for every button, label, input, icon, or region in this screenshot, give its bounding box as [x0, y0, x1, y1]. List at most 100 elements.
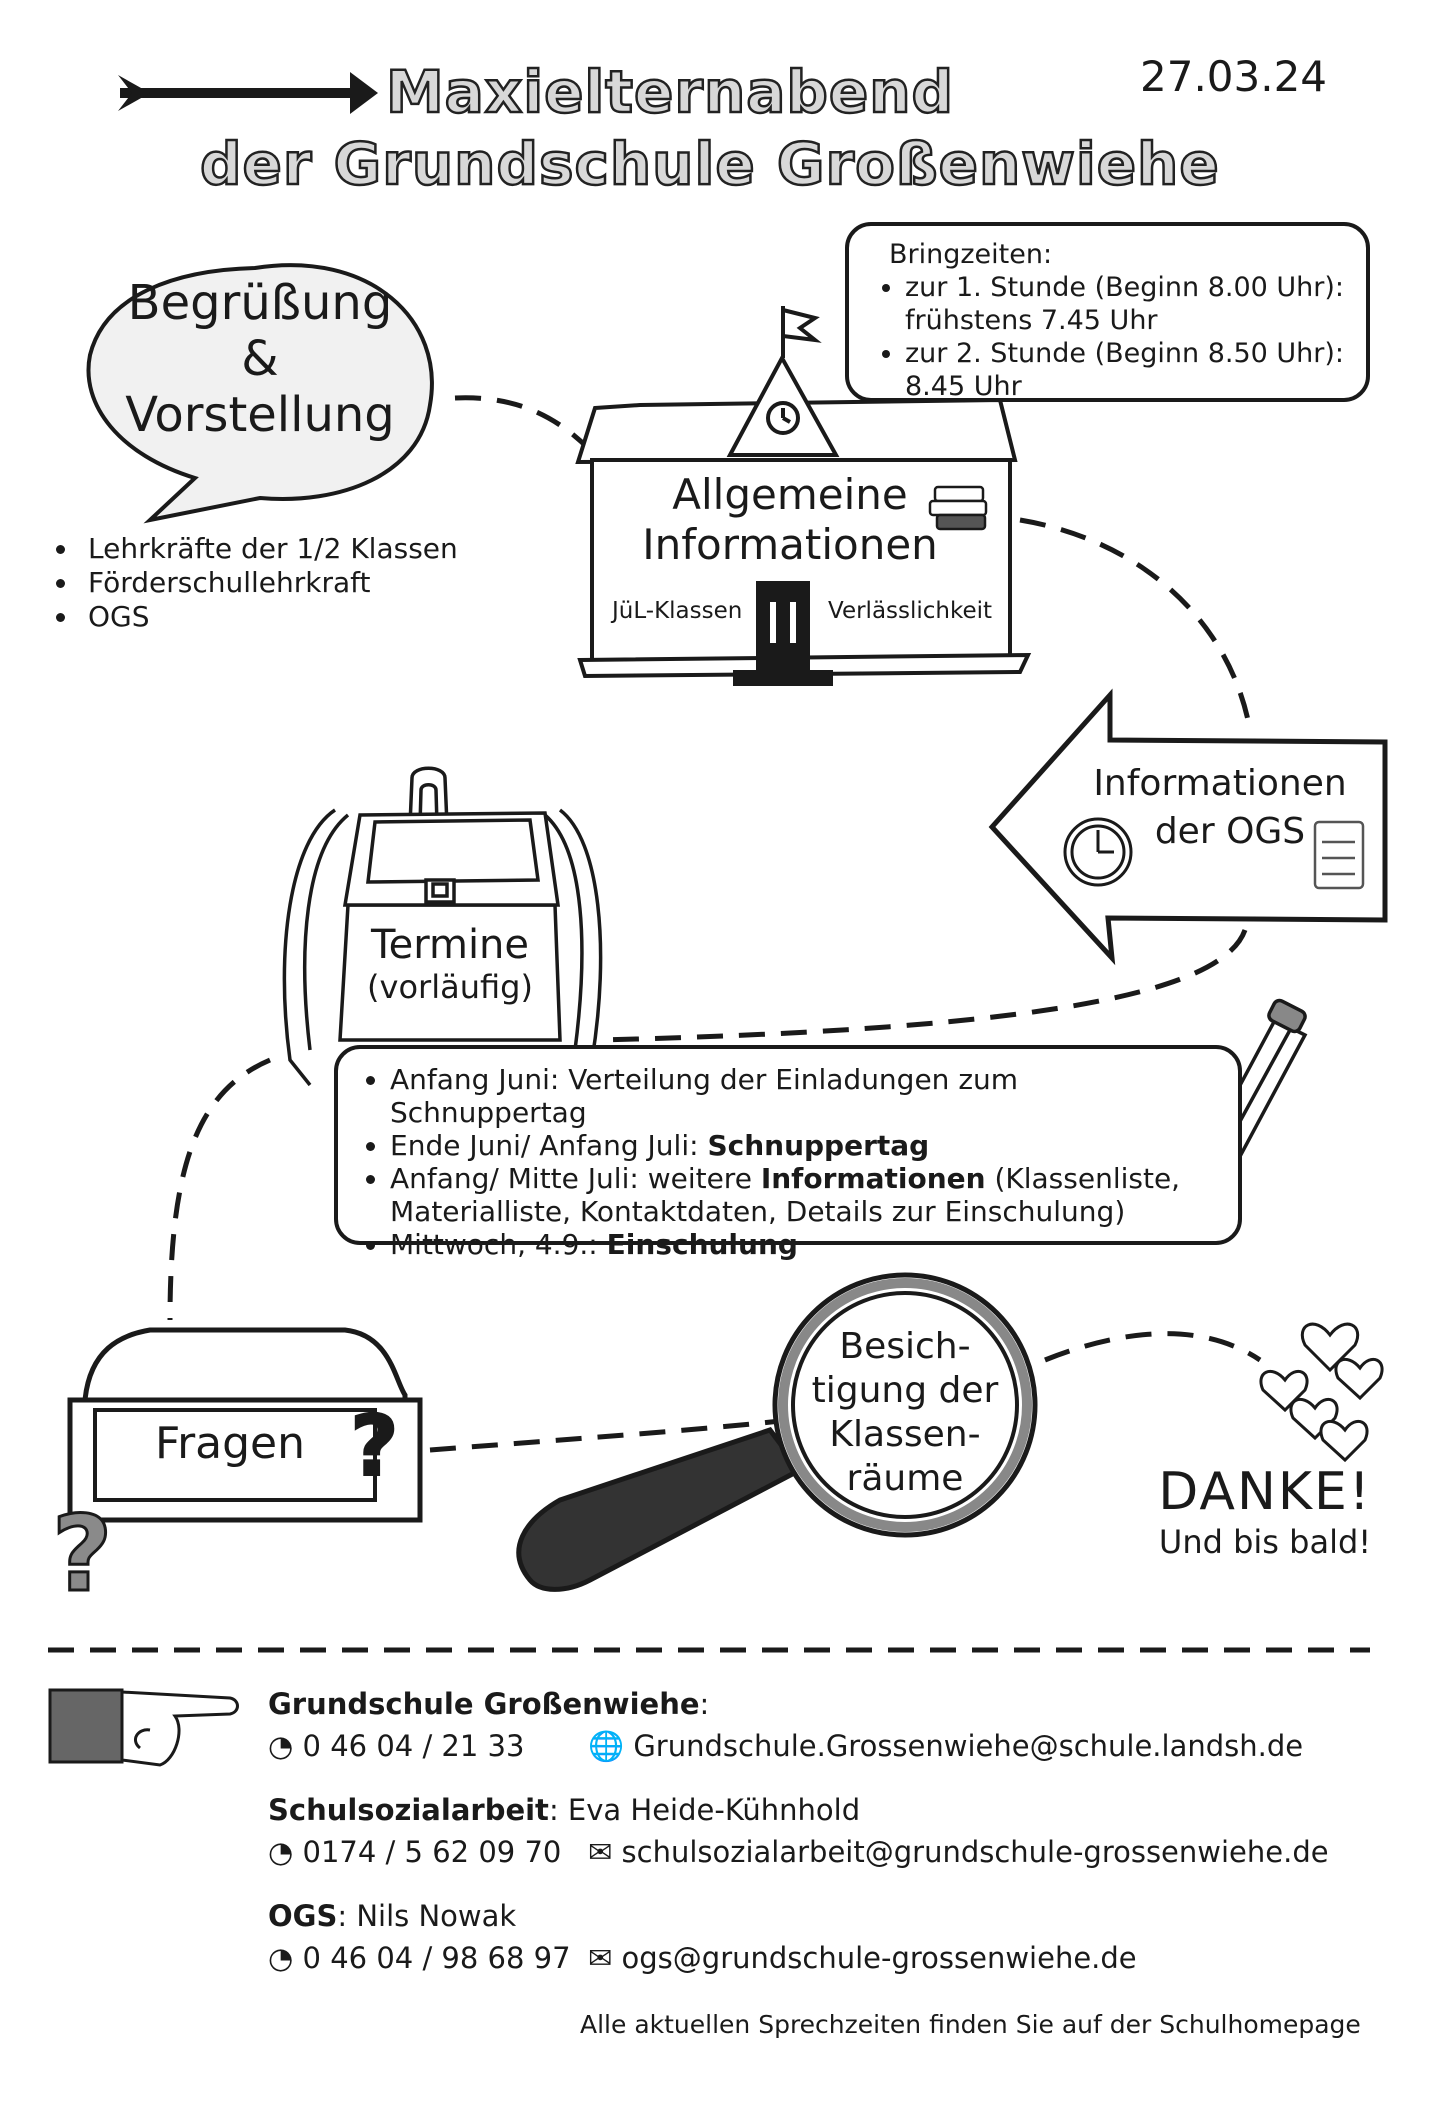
ogs-arrow-shape — [988, 688, 1388, 966]
tour-line1: Besich- — [839, 1326, 971, 1367]
tour-line3: Klassen- — [829, 1414, 981, 1455]
phone-icon: ◔ — [268, 1941, 294, 1975]
greeting-line2: & — [241, 331, 279, 387]
mail-icon: ✉ — [588, 1835, 613, 1869]
school-line1: Allgemeine — [672, 470, 908, 519]
dates-box: Anfang Juni: Verteilung der Einladungen … — [334, 1045, 1242, 1261]
list-item: Anfang/ Mitte Juli: weitere Informatione… — [390, 1162, 1222, 1228]
tour-line4: räume — [846, 1458, 964, 1499]
hearts-icon — [1259, 1322, 1384, 1463]
bring-times-title: Bringzeiten: — [889, 239, 1053, 270]
backpack-icon — [282, 766, 603, 1087]
path-tour-to-hearts — [1044, 1331, 1262, 1363]
list-item: zur 2. Stunde (Beginn 8.50 Uhr): 8.45 Uh… — [905, 337, 1346, 403]
question-mark-icon: ? ? — [51, 1396, 400, 1617]
school-phone-cell: ◔ 0 46 04 / 21 33 — [268, 1728, 588, 1764]
footer-contacts: Grundschule Großenwiehe: ◔ 0 46 04 / 21 … — [268, 1686, 1418, 1976]
speech-bubble — [86, 263, 434, 524]
backpack-line1: Termine — [370, 922, 530, 968]
ogs-email-cell: ✉ ogs@grundschule-grossenwiehe.de — [588, 1940, 1137, 1976]
path-greeting-to-school — [454, 395, 592, 452]
ogs-line2: der OGS — [1154, 811, 1306, 852]
list-item: Anfang Juni: Verteilung der Einladungen … — [390, 1063, 1222, 1129]
list-item: OGS — [80, 600, 458, 634]
path-school-to-ogs — [1019, 517, 1253, 731]
bring-time-1b: frühstens 7.45 Uhr — [905, 305, 1158, 336]
social-label: Schulsozialarbeit — [268, 1793, 549, 1827]
thanks-block: DANKE! Und bis bald! — [1145, 1462, 1385, 1562]
date-item-text: Anfang Juni: Verteilung der Einladungen … — [390, 1063, 1019, 1129]
svg-text:?: ? — [52, 1493, 112, 1615]
ogs-person: : Nils Nowak — [337, 1899, 517, 1933]
school-info-text: Allgemeine Informationen — [640, 470, 940, 570]
school-name: Grundschule Großenwiehe — [268, 1687, 700, 1721]
arrow-icon — [118, 72, 378, 114]
tour-line2: tigung der — [811, 1370, 999, 1411]
notepad-icon — [1313, 820, 1365, 890]
globe-icon: 🌐 — [588, 1729, 625, 1763]
social-email[interactable]: schulsozialarbeit@grundschule-grossenwie… — [621, 1835, 1329, 1869]
ogs-email[interactable]: ogs@grundschule-grossenwiehe.de — [621, 1941, 1137, 1975]
list-item: zur 1. Stunde (Beginn 8.00 Uhr): frühste… — [905, 271, 1346, 337]
tour-text: Besich- tigung der Klassen- räume — [805, 1325, 1005, 1501]
date-item-text: Mittwoch, 4.9.: — [390, 1228, 607, 1261]
social-phone-cell: ◔ 0174 / 5 62 09 70 — [268, 1834, 588, 1870]
path-ogs-to-termine — [599, 929, 1248, 1043]
dates-list: Anfang Juni: Verteilung der Einladungen … — [354, 1063, 1222, 1261]
backpack-line2: (vorläufig) — [367, 968, 533, 1006]
date-item-bold: Einschulung — [606, 1228, 798, 1261]
greeting-line1: Begrüßung — [127, 275, 393, 331]
school-line2: Informationen — [642, 520, 938, 569]
date-item-bold: Informationen — [760, 1162, 986, 1195]
pointing-hand-icon — [48, 1688, 239, 1767]
path-termine-to-fragen — [167, 1057, 271, 1321]
office-hours-note: Alle aktuellen Sprechzeiten finden Sie a… — [580, 2010, 1361, 2039]
bring-times-list: zur 1. Stunde (Beginn 8.00 Uhr): frühste… — [869, 271, 1346, 403]
thanks-line2: Und bis bald! — [1158, 1523, 1372, 1561]
magnifier-icon — [516, 1272, 1038, 1592]
date-item-rest: (Klassenliste, — [985, 1162, 1181, 1195]
ogs-phone: 0 46 04 / 98 68 97 — [302, 1941, 571, 1975]
bring-times-box: Bringzeiten: zur 1. Stunde (Beginn 8.00 … — [845, 222, 1370, 402]
svg-text:?: ? — [350, 1397, 399, 1495]
social-contact-name: Schulsozialarbeit: Eva Heide-Kühnhold — [268, 1792, 1418, 1828]
bring-time-1a: zur 1. Stunde (Beginn 8.00 Uhr): — [905, 272, 1345, 303]
greeting-bubble-text: Begrüßung & Vorstellung — [95, 275, 425, 443]
social-email-cell: ✉ schulsozialarbeit@grundschule-grossenw… — [588, 1834, 1329, 1870]
date-item-text: Ende Juni/ Anfang Juli: — [390, 1129, 708, 1162]
books-icon — [928, 485, 988, 531]
school-email-cell: 🌐 Grundschule.Grossenwiehe@schule.landsh… — [588, 1728, 1303, 1764]
ogs-label: OGS — [268, 1899, 338, 1933]
questions-label: Fragen — [154, 1418, 306, 1469]
path-fragen-to-tour — [429, 1417, 791, 1453]
bring-time-2b: 8.45 Uhr — [905, 371, 1022, 402]
page-title-line2: der Grundschule Großenwiehe — [199, 129, 1220, 200]
school-contact-name: Grundschule Großenwiehe: — [268, 1686, 1418, 1722]
date-item-bold: Schnuppertag — [707, 1129, 930, 1162]
date-item-text: Anfang/ Mitte Juli: weitere — [390, 1162, 761, 1195]
ogs-info-text: Informationen der OGS — [1080, 760, 1360, 856]
phone-icon: ◔ — [268, 1729, 294, 1763]
phone-icon: ◔ — [268, 1835, 294, 1869]
social-person: : Eva Heide-Kühnhold — [548, 1793, 861, 1827]
clock-icon — [1063, 817, 1133, 887]
thanks-line1: DANKE! — [1158, 1462, 1372, 1522]
page-title-line1: Maxielternabend — [385, 57, 955, 128]
school-left-label: JüL-Klassen — [612, 598, 743, 624]
list-item: Lehrkräfte der 1/2 Klassen — [80, 532, 458, 566]
school-right-label: Verlässlichkeit — [828, 598, 993, 624]
school-name-suffix: : — [699, 1687, 710, 1721]
mail-icon: ✉ — [588, 1941, 613, 1975]
ogs-contact-name: OGS: Nils Nowak — [268, 1898, 1418, 1934]
ogs-contact-row: ◔ 0 46 04 / 98 68 97 ✉ ogs@grundschule-g… — [268, 1940, 1418, 1976]
greeting-line3: Vorstellung — [125, 387, 395, 443]
list-item: Förderschullehrkraft — [80, 566, 458, 600]
list-item: Ende Juni/ Anfang Juli: Schnuppertag — [390, 1129, 1222, 1162]
list-item: Mittwoch, 4.9.: Einschulung — [390, 1228, 1222, 1261]
greeting-list: Lehrkräfte der 1/2 Klassen Förderschulle… — [40, 532, 458, 634]
school-contact-row: ◔ 0 46 04 / 21 33 🌐 Grundschule.Grossenw… — [268, 1728, 1418, 1764]
school-email[interactable]: Grundschule.Grossenwiehe@schule.landsh.d… — [633, 1729, 1304, 1763]
event-date: 27.03.24 — [1140, 52, 1328, 101]
social-contact-row: ◔ 0174 / 5 62 09 70 ✉ schulsozialarbeit@… — [268, 1834, 1418, 1870]
